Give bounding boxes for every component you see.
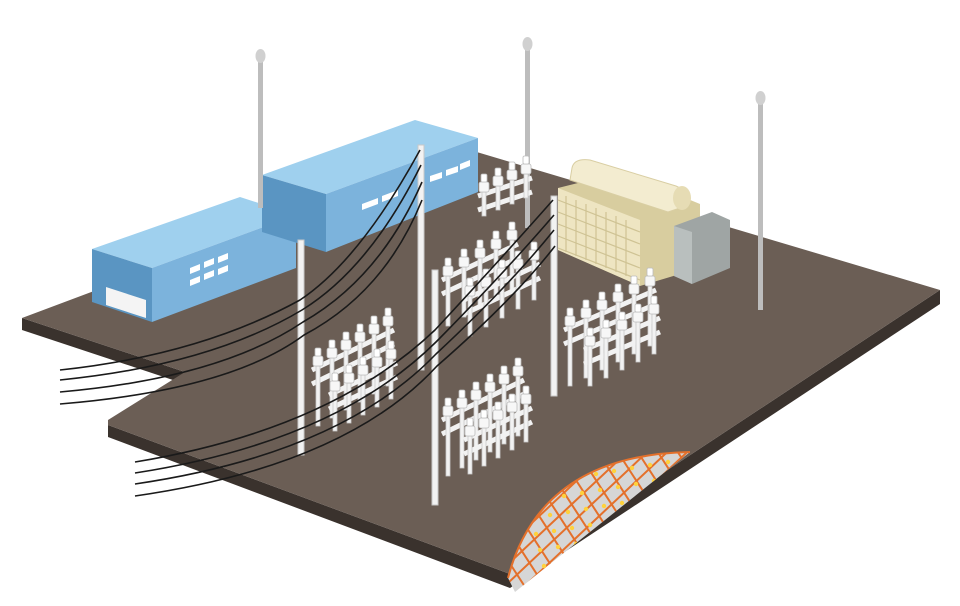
building-right-side [326, 138, 478, 252]
insulator-rack [477, 155, 533, 217]
light-mast-icon-2 [522, 37, 533, 228]
utility-pole-icon-4 [550, 195, 558, 397]
building-right-front [262, 175, 326, 252]
transformer-fins [557, 196, 641, 281]
transformer-icon [557, 159, 730, 286]
light-mast-icon-1 [255, 49, 266, 208]
transformer-front [558, 188, 640, 286]
insulator-rack [583, 295, 661, 387]
building-icon-left [92, 197, 296, 322]
building-left-roof [92, 197, 296, 268]
utility-pole-icon-3 [431, 269, 439, 506]
utility-pole-icon-1 [297, 239, 305, 456]
insulator-rack [462, 385, 534, 475]
utility-pole-icon-2 [417, 144, 425, 371]
switchgear-racks [310, 155, 661, 477]
light-mast-icon-3 [755, 91, 766, 310]
building-left-door [106, 287, 146, 318]
building-left-windows [190, 253, 228, 286]
building-right-roof [262, 120, 478, 194]
insulator-rack [440, 221, 520, 327]
building-icon-right [262, 120, 478, 252]
ground-slab-top [22, 150, 940, 574]
power-lines [59, 149, 556, 497]
ground-slab [22, 150, 940, 588]
